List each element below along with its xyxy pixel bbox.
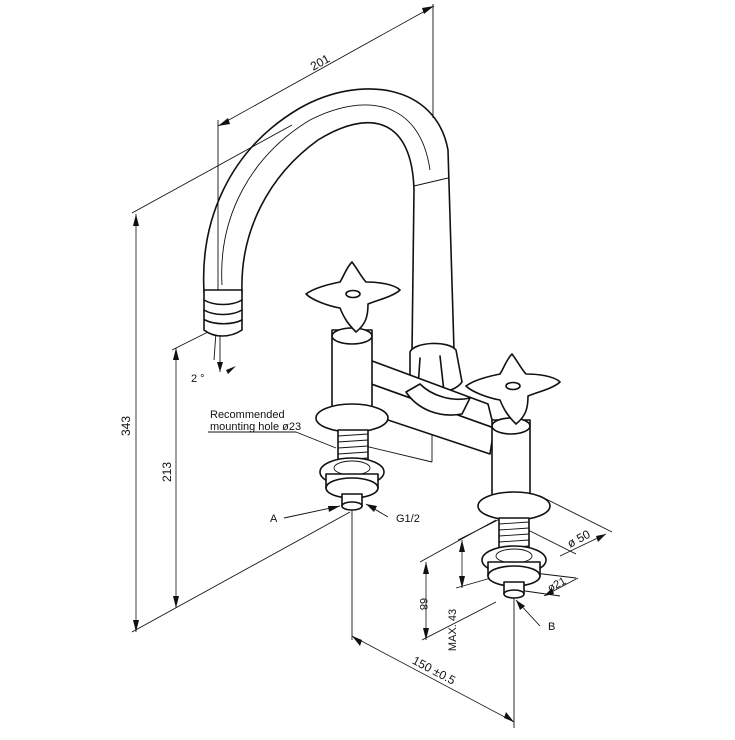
left-valve [305,261,401,511]
right-flange [477,491,551,521]
angle-slant-line [213,331,217,361]
dim-343-ext-bottom [131,511,351,633]
dim-43-label: MAX. 43 [447,609,459,651]
dim-213-label: 213 [160,462,174,482]
spout-tip-ring3 [204,319,243,325]
left-valve-cap [331,327,373,345]
right-valve [465,353,561,599]
dim-201-label: 201 [308,51,333,73]
spout-tip [203,289,243,337]
dim-201-line [217,5,435,127]
label-b: B [548,621,555,633]
mounting-hole-leader [295,431,337,449]
spout-seam [221,104,431,286]
spout-joint [413,177,449,187]
spout-tip-ring1 [203,299,243,306]
dim-343-ext-top [131,124,293,214]
bridge-hub [405,383,471,416]
bridge-body [337,351,495,455]
right-connector-end [503,589,525,599]
shank-diameter-label: ø21 [546,575,568,595]
spout-tip-ring2 [203,309,243,316]
spout-inner-curve [241,121,415,353]
spout-collar-facet2 [439,355,445,393]
right-handle-button [505,381,521,391]
spout-outer-curve [202,88,455,351]
thread-label: G1/2 [396,513,420,525]
angle-label: 2 ° [191,373,205,385]
dim-343-label: 343 [119,416,133,436]
dim-150-line [351,635,515,723]
dim-50-ext-a [539,495,613,533]
right-valve-cap [491,417,531,435]
dim-43-ext-top [457,519,499,541]
left-connector-end [341,501,363,511]
arrowheads [133,6,606,722]
dim-68-label: 68 [417,598,429,610]
dim-213-ext-top [171,329,213,351]
left-handle-button [345,289,361,299]
left-flange [315,403,389,433]
mounting-hole-text-2: mounting hole ø23 [210,421,301,433]
dim-68-ext-bottom [421,601,497,641]
dim-21-ext-b [517,589,561,597]
mounting-hole-text-1: Recommended [210,409,285,421]
label-a: A [270,513,278,525]
